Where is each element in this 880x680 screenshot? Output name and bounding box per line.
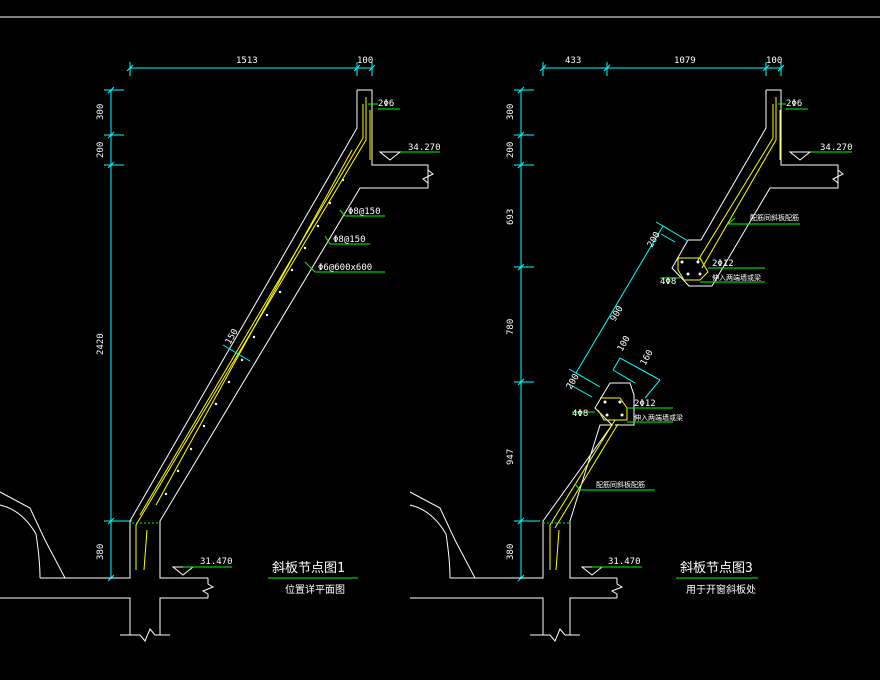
right-lower-slab-outline bbox=[409, 382, 635, 642]
left-dim-side-2420: 2420 bbox=[96, 333, 106, 355]
left-rebar3-label: Φ6@600x600 bbox=[318, 263, 372, 273]
left-rebar bbox=[135, 97, 371, 571]
right-note-upper: 配筋同斜板配筋 bbox=[750, 213, 799, 222]
right-dim-200-a: 200 bbox=[646, 230, 663, 249]
right-beam-stirrup-lower: 4Φ8 bbox=[572, 409, 588, 419]
left-elev-bottom-label: 31.470 bbox=[200, 557, 233, 567]
right-beam-note-lower: 伸入两端墙或梁 bbox=[634, 413, 683, 422]
left-dim-side-200: 200 bbox=[96, 142, 106, 158]
right-dim-side-693: 693 bbox=[506, 209, 516, 225]
right-beam-note-upper: 伸入两端墙或梁 bbox=[712, 273, 761, 282]
right-beam-bars-upper: 2Φ12 bbox=[712, 259, 734, 269]
right-dim-900: 900 bbox=[609, 304, 626, 323]
right-elev-bottom-marker bbox=[580, 566, 642, 576]
right-dim-100: 100 bbox=[616, 334, 633, 353]
right-upper-slab-outline bbox=[671, 89, 844, 287]
right-rebar bbox=[549, 97, 781, 571]
right-dim-side-300: 300 bbox=[506, 104, 516, 120]
right-dim-top-433: 433 bbox=[565, 56, 581, 66]
right-subtitle: 用于开窗斜板处 bbox=[686, 583, 756, 596]
right-elev-bottom-label: 31.470 bbox=[608, 557, 641, 567]
right-dim-side-200: 200 bbox=[506, 142, 516, 158]
right-leaders bbox=[572, 103, 852, 491]
right-side-dimension bbox=[514, 86, 540, 582]
right-top-rebar-label: 2Φ6 bbox=[786, 99, 802, 109]
left-slab-outline bbox=[0, 89, 434, 642]
right-dim-side-947: 947 bbox=[506, 449, 516, 465]
right-beam-bars-lower: 2Φ12 bbox=[634, 399, 656, 409]
right-dim-side-780: 780 bbox=[506, 319, 516, 335]
right-elev-top-label: 34.270 bbox=[820, 143, 853, 153]
left-elev-bottom-marker bbox=[171, 566, 232, 576]
left-subtitle: 位置详平面图 bbox=[285, 583, 345, 596]
right-dim-top-1079: 1079 bbox=[674, 56, 696, 66]
left-detail: 1513 100 300 200 2420 380 bbox=[0, 56, 441, 642]
right-elev-top-marker bbox=[788, 151, 812, 161]
right-dim-side-380: 380 bbox=[506, 544, 516, 560]
right-title: 斜板节点图3 bbox=[680, 561, 753, 576]
right-top-dimension bbox=[539, 62, 785, 76]
right-detail: 433 1079 100 300 200 693 780 947 380 bbox=[409, 56, 853, 642]
left-dim-side-300: 300 bbox=[96, 104, 106, 120]
left-rebar2-label: Φ8@150 bbox=[333, 235, 366, 245]
left-dim-side-380: 380 bbox=[96, 544, 106, 560]
left-rebar1-label: Φ8@150 bbox=[348, 207, 381, 217]
right-rebar-dots bbox=[603, 260, 702, 417]
left-side-dimension bbox=[104, 86, 132, 582]
left-top-dimension bbox=[126, 62, 376, 76]
right-dim-160: 160 bbox=[639, 348, 656, 367]
right-beam-stirrup-upper: 4Φ8 bbox=[660, 277, 676, 287]
right-diagonal-dims bbox=[566, 221, 689, 399]
left-elev-top-marker bbox=[378, 151, 402, 161]
left-thickness-dim bbox=[222, 344, 251, 362]
right-note-lower: 配筋同斜板配筋 bbox=[596, 480, 645, 489]
left-elev-top-label: 34.270 bbox=[408, 143, 441, 153]
left-thickness-label: 150 bbox=[224, 327, 241, 346]
left-title: 斜板节点图1 bbox=[272, 561, 345, 576]
left-dim-top-1513: 1513 bbox=[236, 56, 258, 66]
left-rebar-dots bbox=[164, 178, 345, 496]
right-dim-top-100: 100 bbox=[766, 56, 782, 66]
left-dim-top-100: 100 bbox=[357, 56, 373, 66]
left-top-rebar-label: 2Φ6 bbox=[378, 99, 394, 109]
